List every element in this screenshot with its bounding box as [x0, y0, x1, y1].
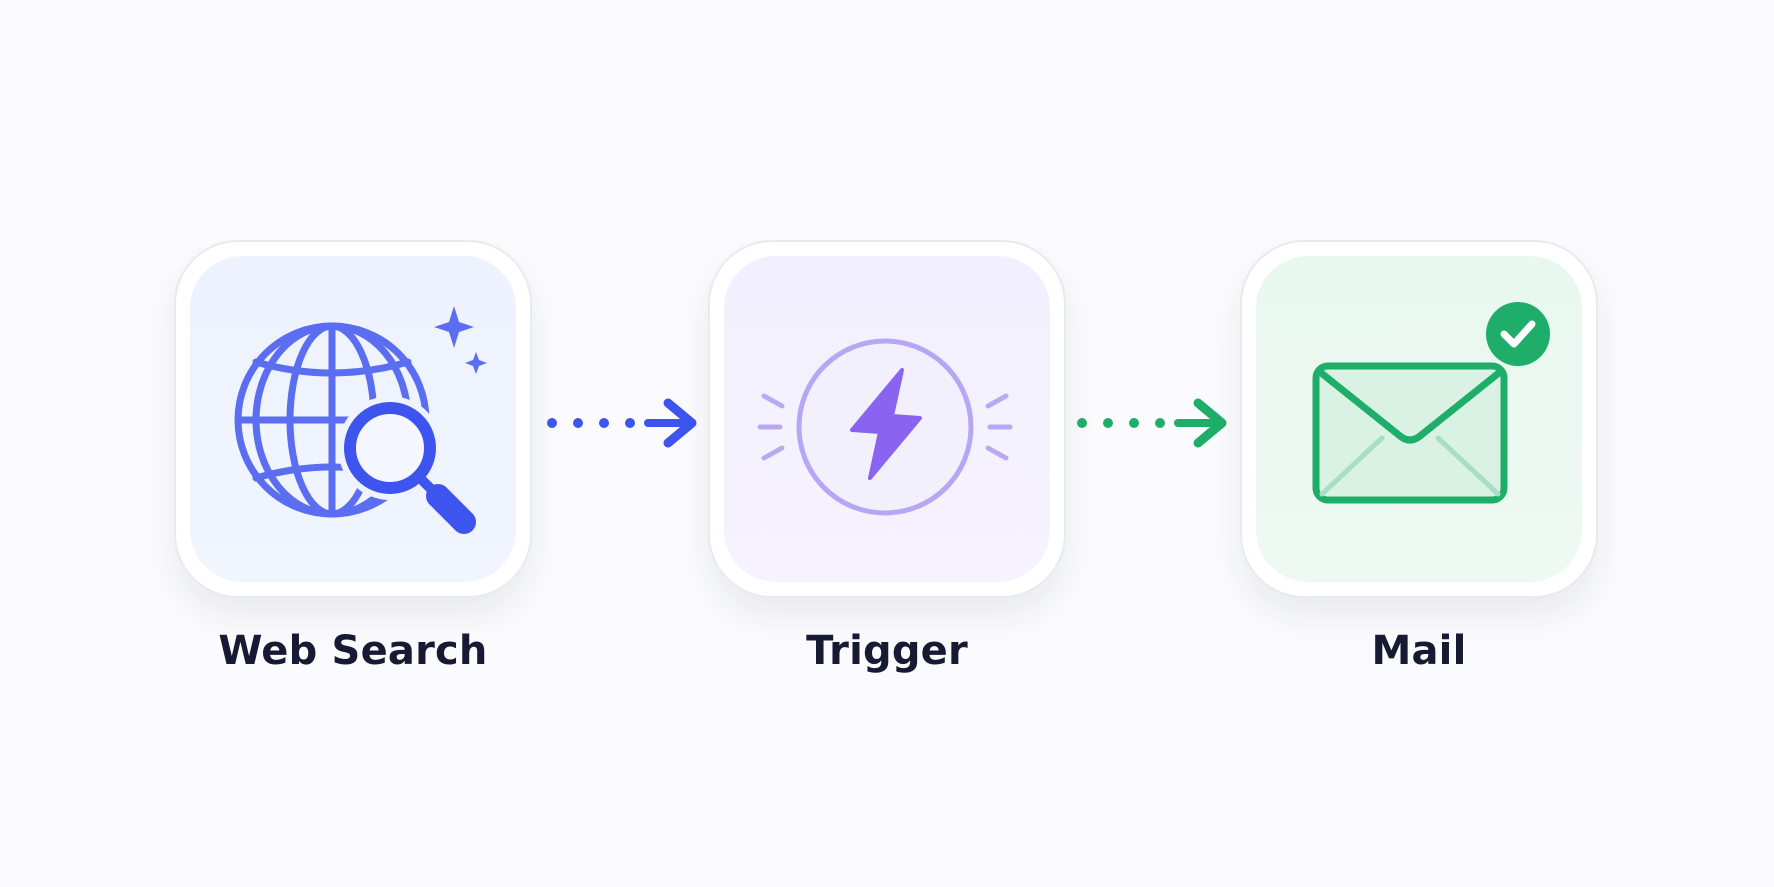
dotted-arrow-icon: [1077, 398, 1227, 448]
web-search-label: Web Search: [218, 628, 488, 674]
web-search-node[interactable]: [174, 240, 532, 598]
trigger-label: Trigger: [806, 628, 968, 674]
mail-label: Mail: [1371, 628, 1467, 674]
mail-node[interactable]: [1240, 240, 1598, 598]
globe-search-icon: [234, 306, 487, 534]
dotted-arrow-icon: [547, 398, 697, 448]
lightning-bolt-icon: [757, 338, 1013, 516]
trigger-node[interactable]: [708, 240, 1066, 598]
envelope-check-icon: [1312, 302, 1550, 504]
